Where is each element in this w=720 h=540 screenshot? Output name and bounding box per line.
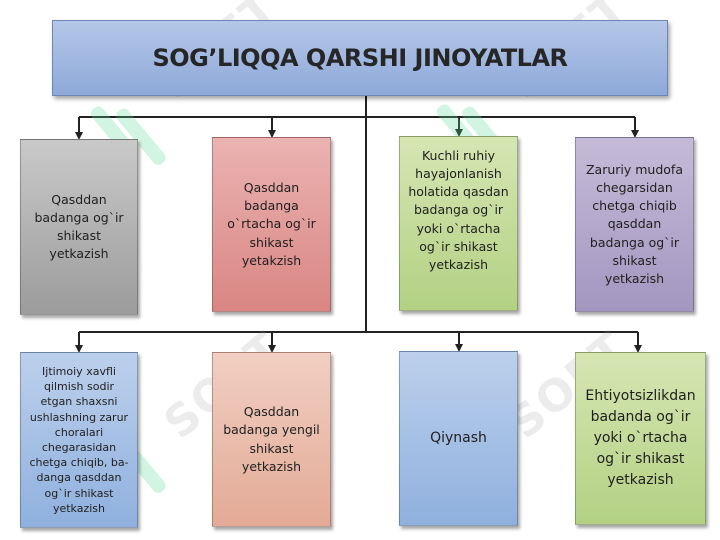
category-box-2: Qasddan badanga o`rtacha og`ir shikast y… <box>212 137 331 312</box>
title-box: SOG’LIQQA QARSHI JINOYATLAR <box>52 20 668 96</box>
category-box-label: Qasddan badanga og`ir shikast yetkazish <box>34 191 124 262</box>
category-box-7: Qiynash <box>399 351 518 526</box>
category-box-1: Qasddan badanga og`ir shikast yetkazish <box>20 139 138 315</box>
category-box-6: Qasddan badanga yengil shikast yetkazish <box>212 352 331 527</box>
category-box-3: Kuchli ruhiy hayajonlanish holatida qasd… <box>399 136 518 311</box>
category-box-label: Qasddan badanga o`rtacha og`ir shikast y… <box>227 180 316 268</box>
category-box-label: Zaruriy mudofa chegarsidan chetga chiqib… <box>585 162 683 286</box>
category-box-label: Ijtimoiy xavfli qilmish sodir etgan shax… <box>29 365 129 515</box>
category-box-8: Ehtiyotsizlikdan badanda og`ir yoki o`rt… <box>575 352 706 525</box>
page-title: SOG’LIQQA QARSHI JINOYATLAR <box>152 44 568 72</box>
category-box-label: Ehtiyotsizlikdan badanda og`ir yoki o`rt… <box>585 388 696 488</box>
category-box-label: Qiynash <box>430 430 487 447</box>
category-box-label: Qasddan badanga yengil shikast yetkazish <box>223 404 320 474</box>
category-box-5: Ijtimoiy xavfli qilmish sodir etgan shax… <box>20 352 138 528</box>
category-box-label: Kuchli ruhiy hayajonlanish holatida qasd… <box>408 148 509 272</box>
category-box-4: Zaruriy mudofa chegarsidan chetga chiqib… <box>575 137 694 312</box>
